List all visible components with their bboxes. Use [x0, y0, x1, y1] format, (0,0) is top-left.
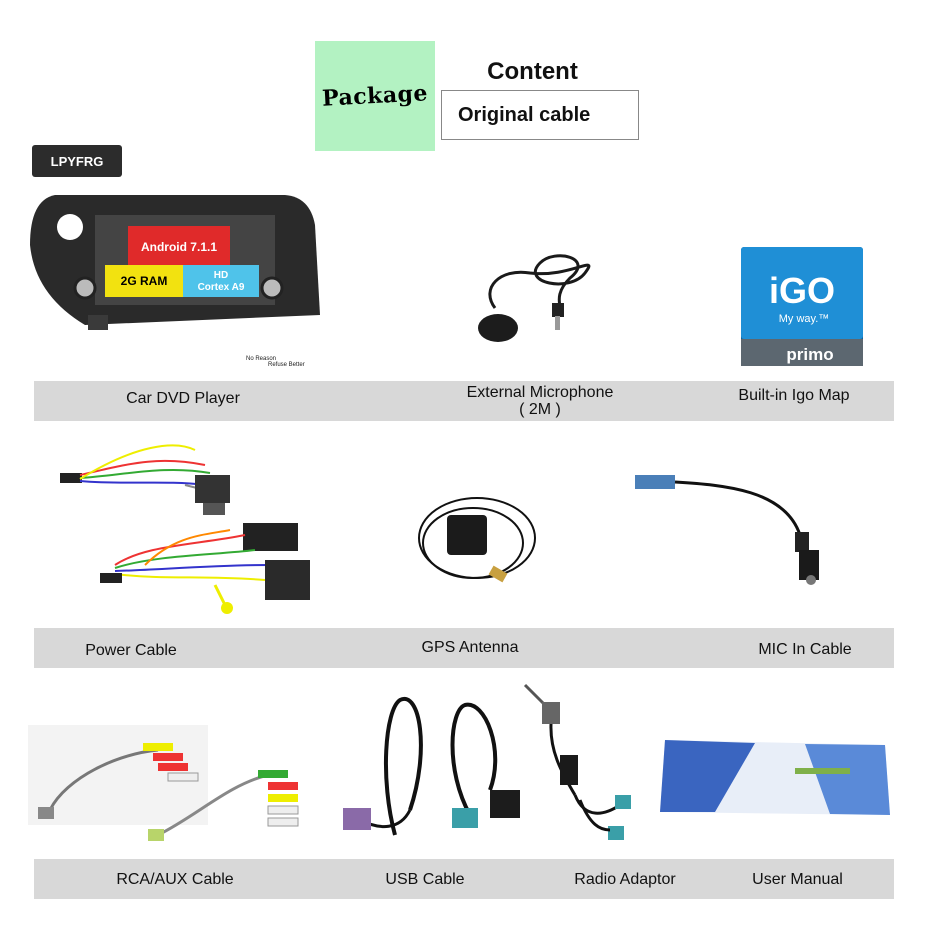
power-cable-image: [60, 444, 310, 614]
radio-adaptor-image: [523, 683, 631, 840]
label-usb-cable: USB Cable: [385, 871, 465, 888]
cpu-badge: [183, 265, 259, 297]
content-value: Original cable: [458, 103, 591, 126]
label-gps-antenna: GPS Antenna: [421, 639, 519, 656]
gps-antenna-image: [418, 497, 536, 583]
ram-badge-text: 2G RAM: [121, 274, 168, 288]
content-title: Content: [487, 58, 578, 85]
igo-tagline: My way.™: [779, 313, 830, 325]
package-label: Package: [321, 80, 429, 112]
row-2-bar: [34, 628, 894, 668]
usb-cable-image: [343, 696, 520, 836]
label-user-manual: User Manual: [752, 871, 843, 888]
igo-edition: primo: [786, 345, 833, 364]
external-microphone-image: [478, 254, 591, 342]
user-manual-image: [660, 740, 890, 815]
label-external-microphone-length: ( 2M ): [519, 401, 561, 418]
row-3-bar: [34, 859, 894, 899]
igo-word: iGO: [769, 270, 835, 311]
car-dvd-player-image: Android 7.1.1 2G RAM HD Cortex A9: [30, 195, 320, 330]
note-line-1: No Reason: [246, 356, 277, 362]
label-rca-aux-cable: RCA/AUX Cable: [116, 871, 234, 888]
content-value-box: Original cable: [441, 90, 639, 140]
brand-badge: LPYFRG: [32, 145, 122, 177]
note-line-2: Refuse Better: [268, 362, 305, 368]
rca-aux-cable-image: [28, 725, 299, 841]
cpu-badge-text-2: Cortex A9: [198, 282, 245, 293]
igo-logo: iGO My way.™ primo: [741, 247, 863, 366]
label-mic-in-cable: MIC In Cable: [758, 641, 852, 658]
label-built-in-igo-map: Built-in Igo Map: [738, 387, 850, 404]
label-car-dvd-player: Car DVD Player: [126, 390, 240, 407]
package-label-box: Package: [315, 41, 435, 151]
mic-in-cable-image: [635, 475, 819, 585]
label-radio-adaptor: Radio Adaptor: [574, 871, 676, 888]
row-1-bar: [34, 381, 894, 421]
label-power-cable: Power Cable: [85, 642, 177, 659]
android-badge-text: Android 7.1.1: [141, 240, 217, 254]
android-badge: [128, 226, 230, 265]
label-external-microphone: External Microphone: [466, 384, 614, 401]
cpu-badge-text-1: HD: [214, 270, 228, 281]
ram-badge: [105, 265, 183, 297]
